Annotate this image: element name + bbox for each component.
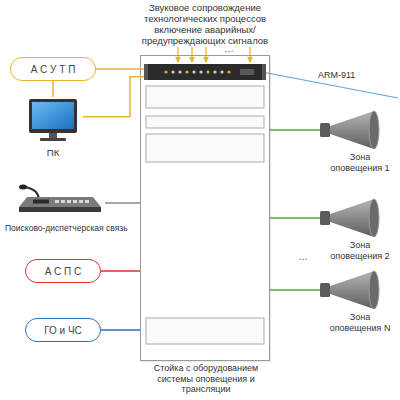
connector-line	[83, 77, 144, 117]
node-label: А С У Т П	[31, 64, 76, 75]
horn-cone	[330, 111, 374, 149]
annotation-label: ...	[290, 250, 316, 262]
zone-node: Зона оповещения 2	[320, 196, 400, 262]
device-display	[240, 69, 254, 75]
device-ear	[144, 64, 148, 80]
console-button	[85, 200, 89, 203]
device-led	[220, 70, 223, 73]
device-led	[171, 70, 174, 73]
device-led	[164, 70, 167, 73]
pill-node: ГО и ЧС	[25, 318, 101, 342]
connector-line	[52, 81, 54, 97]
connector-line	[270, 217, 320, 219]
horn-mouth	[369, 199, 379, 237]
horn-driver	[320, 123, 330, 137]
console-top	[19, 197, 101, 207]
annotation-label: Звуковое сопровождение технологических п…	[135, 2, 275, 46]
monitor-stand	[49, 133, 57, 138]
computer-icon	[23, 97, 83, 145]
console-button	[79, 200, 83, 203]
device-ear	[262, 64, 266, 80]
connector-line	[101, 329, 140, 331]
horn-speaker	[320, 196, 400, 240]
horn-speaker	[320, 108, 400, 152]
device-led	[213, 70, 216, 73]
microphone-console-icon	[5, 183, 105, 227]
horn-speaker	[320, 268, 400, 312]
arrow-head	[203, 57, 209, 63]
node-label: Зона оповещения 2	[325, 240, 395, 261]
rack-unit	[146, 86, 264, 108]
device-led	[199, 70, 202, 73]
console-button	[67, 200, 71, 203]
signal-arrow	[249, 47, 250, 58]
rack-unit	[146, 134, 264, 162]
connector-line	[270, 129, 320, 131]
device-node: ARM-911	[144, 64, 266, 80]
zone-node: Зона оповещения 1	[320, 108, 400, 174]
pill-node: А С У Т П	[10, 57, 96, 81]
horn-cone	[330, 271, 374, 309]
rack-caption: Стойка с оборудованием системы оповещени…	[146, 363, 266, 395]
node-label: Зона оповещения N	[325, 312, 395, 333]
monitor-base	[40, 138, 66, 141]
rack-unit	[146, 318, 264, 344]
pill-node: А С П С	[25, 259, 101, 283]
console-front	[19, 207, 101, 212]
console-button	[73, 200, 77, 203]
device-front	[144, 64, 266, 80]
device-led	[185, 70, 188, 73]
annotation-label: ...	[214, 42, 244, 54]
node-label: ПК	[23, 147, 83, 158]
arrow-head	[189, 57, 195, 63]
callout-label: ARM-911	[318, 70, 355, 80]
console-button	[61, 200, 65, 203]
horn-driver	[320, 211, 330, 225]
arrow-head	[247, 57, 253, 63]
arrow-head	[175, 57, 181, 63]
monitor-frame	[29, 99, 77, 133]
device-led	[227, 70, 230, 73]
monitor-screen	[32, 102, 74, 129]
console-display	[33, 200, 49, 204]
signal-arrow	[191, 47, 192, 58]
node-label: Поисково-диспетчерская связь	[5, 223, 128, 233]
node-label: Зона оповещения 1	[325, 152, 395, 173]
rack-unit	[146, 116, 264, 128]
rack-node: Стойка с оборудованием системы оповещени…	[140, 55, 270, 361]
node-label: ГО и ЧС	[44, 325, 82, 336]
device-led	[178, 70, 181, 73]
signal-arrow	[205, 47, 206, 58]
horn-mouth	[369, 271, 379, 309]
signal-arrow	[177, 47, 178, 58]
console-node: Поисково-диспетчерская связь	[5, 183, 105, 241]
device-led	[206, 70, 209, 73]
horn-mouth	[369, 111, 379, 149]
microphone-head	[19, 185, 27, 190]
pc-node: ПК	[23, 97, 83, 163]
horn-cone	[330, 199, 374, 237]
device-led	[192, 70, 195, 73]
horn-driver	[320, 283, 330, 297]
connector-line	[96, 68, 144, 70]
console-button	[55, 200, 59, 203]
connector-line	[270, 289, 320, 291]
node-label: А С П С	[45, 266, 82, 277]
connector-line	[105, 202, 140, 204]
connector-line	[101, 270, 140, 272]
zone-node: Зона оповещения N	[320, 268, 400, 334]
